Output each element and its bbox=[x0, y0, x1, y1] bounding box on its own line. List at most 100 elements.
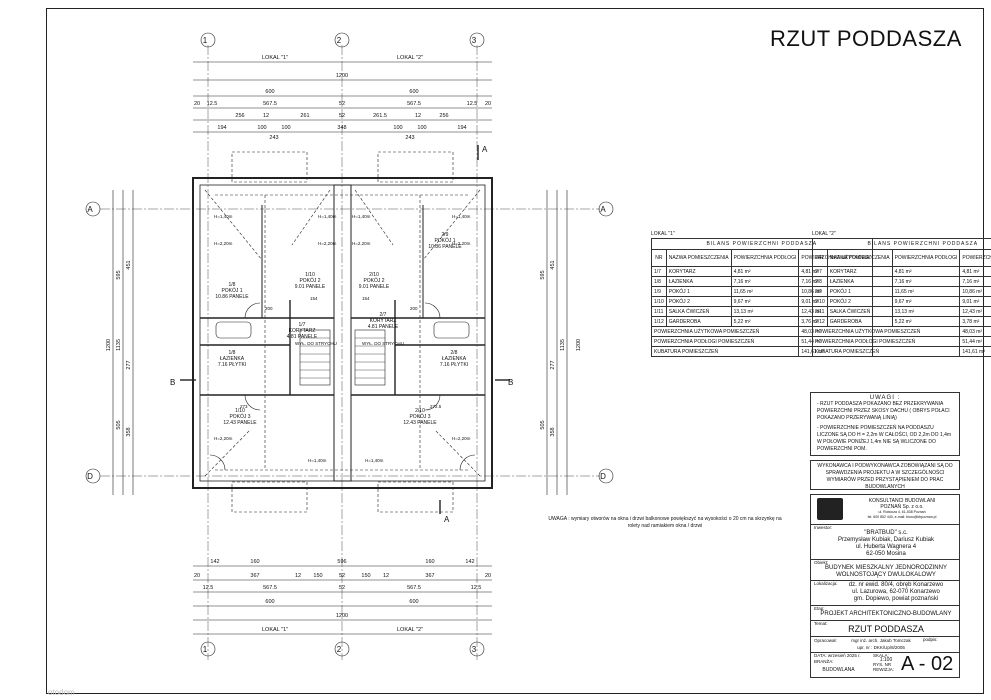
axis-d-left: D bbox=[87, 472, 93, 481]
dim-text: 348 bbox=[337, 125, 346, 131]
stage-label: Etap: bbox=[814, 606, 825, 611]
dim-left: 277 bbox=[126, 360, 132, 369]
height-label: H=2,20m bbox=[452, 436, 471, 441]
axis-d-right: D bbox=[600, 472, 606, 481]
location-line: dz. nr ewid. 80/4, obręb Konarzewo bbox=[848, 582, 944, 588]
branch-value: BUDOWLANA bbox=[822, 667, 855, 673]
room-id: 1/7 bbox=[299, 322, 306, 328]
dim-text: 100 bbox=[417, 125, 426, 131]
table-cell: 2/9 bbox=[812, 286, 828, 297]
room-area: 7.16 PŁYTKI bbox=[218, 362, 246, 368]
table-cell: KORYTARZ bbox=[826, 266, 893, 277]
notes-title: UWAGI : bbox=[869, 395, 901, 401]
label-lokal-2-bottom: LOKAL "2" bbox=[397, 627, 423, 633]
dim-text: 20 bbox=[485, 101, 491, 107]
room-name: KORYTARZ bbox=[370, 318, 397, 324]
table-cell: 10,86 m² bbox=[959, 286, 991, 297]
dim-text: 272.5 bbox=[430, 404, 442, 409]
table-header: POWIERZCHNIA PODŁOGI bbox=[891, 249, 961, 267]
section-a-top: A bbox=[482, 145, 488, 154]
dim-half-top-1: 600 bbox=[265, 89, 274, 95]
height-label: H=2,20m bbox=[214, 436, 233, 441]
drawing-number: A - 02 bbox=[901, 653, 954, 675]
table-cell: 5,22 m² bbox=[730, 316, 800, 327]
room-id: 2/10 bbox=[415, 408, 425, 414]
height-label: H=2,20m bbox=[214, 241, 233, 246]
room-id: 1/10 bbox=[235, 408, 245, 414]
table-2-label: LOKAL "2" bbox=[812, 231, 836, 237]
axis-2-bottom: 2 bbox=[337, 645, 342, 654]
table-cell: POKÓJ 1 bbox=[826, 286, 893, 297]
dim-text: 20 bbox=[194, 573, 200, 579]
table-cell: POKÓJ 2 bbox=[826, 296, 893, 307]
room-id: 2/10 bbox=[369, 272, 379, 278]
investor-line: 62-050 Mosina bbox=[866, 551, 906, 557]
dim-half-top-2: 600 bbox=[409, 89, 418, 95]
table-cell: 2/7 bbox=[812, 266, 828, 277]
height-label: H=2,20m bbox=[452, 241, 471, 246]
dim-text: 261.5 bbox=[373, 113, 387, 119]
axis-3-top: 3 bbox=[472, 36, 477, 45]
dim-text: 160 bbox=[250, 559, 259, 565]
axis-2-top: 2 bbox=[337, 36, 342, 45]
table-cell: 9,67 m² bbox=[730, 296, 800, 307]
note-item: - POWIERZCHNIE POMIESZCZEŃ NA PODDASZU L… bbox=[817, 425, 952, 452]
dim-text: 243 bbox=[405, 135, 414, 141]
room-name: ŁAZIENKA bbox=[220, 356, 245, 362]
investor-line: ul. Huberta Wagnera 4 bbox=[855, 544, 917, 550]
table-cell: 13,13 m² bbox=[730, 306, 800, 317]
dim-left: 505 bbox=[116, 420, 122, 429]
dim-right: 1135 bbox=[560, 339, 566, 351]
table-cell: 9,67 m² bbox=[891, 296, 961, 307]
total-label: POWIERZCHNIA UŻYTKOWA POMIESZCZEŃ bbox=[650, 326, 800, 337]
table-cell: 4,81 m² bbox=[891, 266, 961, 277]
dim-text: 12.5 bbox=[467, 101, 478, 107]
investor-line: "BRATBUD" s.c. bbox=[864, 530, 908, 536]
dim-text: 600 bbox=[265, 599, 274, 605]
table-cell: 1/9 bbox=[651, 286, 667, 297]
axis-3-bottom: 3 bbox=[472, 645, 477, 654]
investor-line: Przemysław Kubiak, Dariusz Kubiak bbox=[837, 537, 935, 543]
table-cell: 11,65 m² bbox=[730, 286, 800, 297]
room-id: 2/7 bbox=[380, 312, 387, 318]
total-label: POWIERZCHNIA PODŁOGI POMIESZCZEŃ bbox=[650, 336, 800, 347]
height-label: H=1,40m bbox=[352, 214, 371, 219]
dim-text: 100 bbox=[393, 125, 402, 131]
height-label: H=1,40m bbox=[318, 214, 337, 219]
dim-text: 256 bbox=[235, 113, 244, 119]
title-block: KONSULTANCI BUDOWLANI POZNAŃ Sp. z o.o. … bbox=[810, 494, 960, 678]
table-cell: POKÓJ 2 bbox=[665, 296, 732, 307]
dim-text: 160 bbox=[425, 559, 434, 565]
dim-text: 154 bbox=[362, 296, 370, 301]
scale-label: SKALA: bbox=[873, 653, 889, 658]
table-cell: SALKA ĆWICZEŃ bbox=[665, 306, 732, 317]
room-name: ŁAZIENKA bbox=[442, 356, 467, 362]
room-area: 9.01 PANELE bbox=[359, 284, 390, 290]
dim-text: 567.5 bbox=[263, 585, 277, 591]
height-label: H=1,40m bbox=[452, 214, 471, 219]
table-cell: 1/8 bbox=[651, 276, 667, 287]
height-label: H=1,40m bbox=[365, 458, 384, 463]
room-name: POKÓJ 3 bbox=[409, 413, 430, 420]
table-cell: 7,16 m² bbox=[730, 276, 800, 287]
watermark: otodom bbox=[48, 688, 75, 697]
branch-label: BRANŻA: bbox=[814, 659, 834, 664]
label-lokal-1-bottom: LOKAL "1" bbox=[262, 627, 288, 633]
table-header: NR bbox=[812, 249, 828, 267]
axis-1-bottom: 1 bbox=[203, 645, 208, 654]
location-line: ul. Lazurowa, 62-070 Konarzewo bbox=[852, 589, 940, 595]
table-cell: 3,78 m² bbox=[959, 316, 991, 327]
table-cell: 9,01 m² bbox=[959, 296, 991, 307]
firm-name-1: KONSULTANCI BUDOWLANI bbox=[868, 498, 936, 504]
axis-1-top: 1 bbox=[203, 36, 208, 45]
room-area: 7.16 PŁYTKI bbox=[440, 362, 468, 368]
dim-text: 194 bbox=[457, 125, 466, 131]
window-note: UWAGA : wymiary otworów na okna i drzwi … bbox=[548, 516, 782, 529]
table-cell: 4,81 m² bbox=[730, 266, 800, 277]
